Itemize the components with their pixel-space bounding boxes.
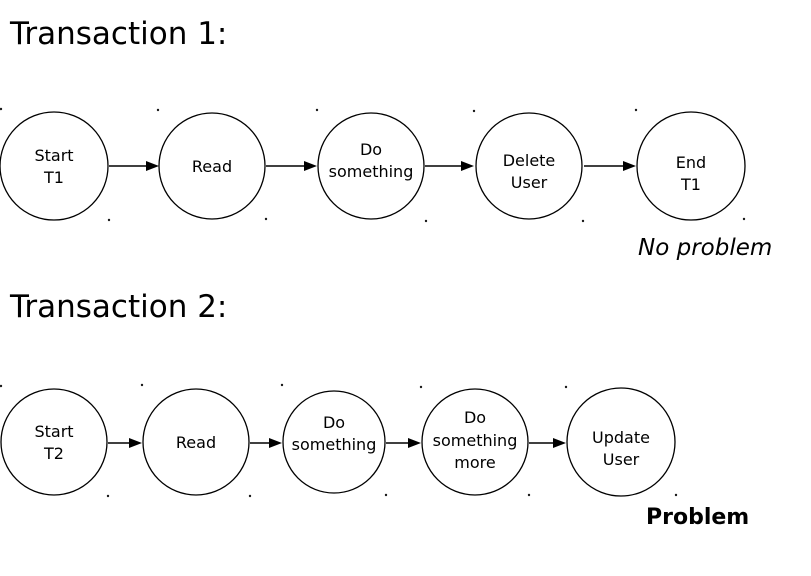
anchor-dot	[106, 494, 110, 498]
node-label-line: Start	[34, 146, 73, 165]
node-label-line: T1	[680, 175, 701, 194]
arrow	[584, 161, 636, 171]
node-label-line: Read	[192, 157, 232, 176]
anchor-dot	[527, 493, 531, 497]
arrowhead-icon	[408, 438, 421, 448]
node-start-t1: Start T1	[0, 111, 109, 221]
transaction1-title: Transaction 1:	[9, 16, 227, 52]
node-end-t1: End T1	[636, 111, 746, 221]
arrow	[425, 161, 474, 171]
anchor-dot	[107, 218, 111, 222]
node-label-line: T2	[43, 444, 64, 463]
anchor-dot	[634, 108, 638, 112]
node-do-something-more: Do something more	[421, 388, 529, 496]
anchor-dot	[140, 383, 144, 387]
anchor-dot	[419, 385, 423, 389]
node-circle	[282, 390, 386, 494]
node-label-line: something	[292, 435, 377, 454]
node-label-line: something	[329, 162, 414, 181]
node-label-line: T1	[43, 168, 64, 187]
arrowhead-icon	[146, 161, 159, 171]
node-label-line: Do	[360, 140, 382, 159]
anchor-dot	[742, 217, 746, 221]
arrowhead-icon	[623, 161, 636, 171]
anchor-dot	[384, 493, 388, 497]
node-update-user: Update User	[566, 387, 676, 497]
node-label-line: User	[603, 450, 640, 469]
node-circle	[158, 112, 266, 220]
annotation-problem: Problem	[646, 505, 749, 530]
node-label-line: End	[676, 153, 706, 172]
node-label-line: Delete	[503, 151, 556, 170]
anchor-dot	[674, 493, 678, 497]
node-circle	[142, 388, 250, 496]
node-label-line: Update	[592, 428, 650, 447]
anchor-dot	[472, 109, 476, 113]
anchor-dot	[248, 494, 252, 498]
arrow	[250, 438, 282, 448]
anchor-dot	[0, 384, 3, 388]
node-label-line: Do	[464, 408, 486, 427]
arrow	[108, 438, 142, 448]
node-circle	[566, 387, 676, 497]
transaction2-title: Transaction 2:	[9, 289, 227, 325]
anchor-dot	[581, 219, 585, 223]
arrowhead-icon	[461, 161, 474, 171]
arrowhead-icon	[553, 438, 566, 448]
node-read-1: Read	[158, 112, 266, 220]
anchor-dot	[424, 219, 428, 223]
node-label-line: more	[454, 453, 495, 472]
node-read-2: Read	[142, 388, 250, 496]
node-circle	[0, 111, 109, 221]
node-label-line: Read	[176, 433, 216, 452]
node-circle	[317, 112, 425, 220]
node-label-line: something	[433, 431, 518, 450]
arrowhead-icon	[269, 438, 282, 448]
anchor-dot	[0, 107, 3, 111]
arrow	[266, 161, 317, 171]
anchor-dot	[156, 108, 160, 112]
node-circle	[0, 388, 108, 496]
anchor-dot	[264, 217, 268, 221]
anchor-dot	[564, 385, 568, 389]
node-start-t2: Start T2	[0, 388, 108, 496]
node-circle	[421, 388, 529, 496]
node-label-line: Start	[34, 422, 73, 441]
annotation-no-problem: No problem	[638, 235, 772, 261]
arrowhead-icon	[304, 161, 317, 171]
node-circle	[636, 111, 746, 221]
arrow	[109, 161, 159, 171]
arrow	[386, 438, 421, 448]
anchor-dot	[280, 383, 284, 387]
anchor-dot	[315, 108, 319, 112]
node-label-line: Do	[323, 413, 345, 432]
node-do-something-2: Do something	[282, 390, 386, 494]
arrowhead-icon	[129, 438, 142, 448]
arrow	[529, 438, 566, 448]
node-delete-user: Delete User	[475, 112, 583, 220]
node-circle	[475, 112, 583, 220]
node-label-line: User	[511, 173, 548, 192]
node-do-something-1: Do something	[317, 112, 425, 220]
